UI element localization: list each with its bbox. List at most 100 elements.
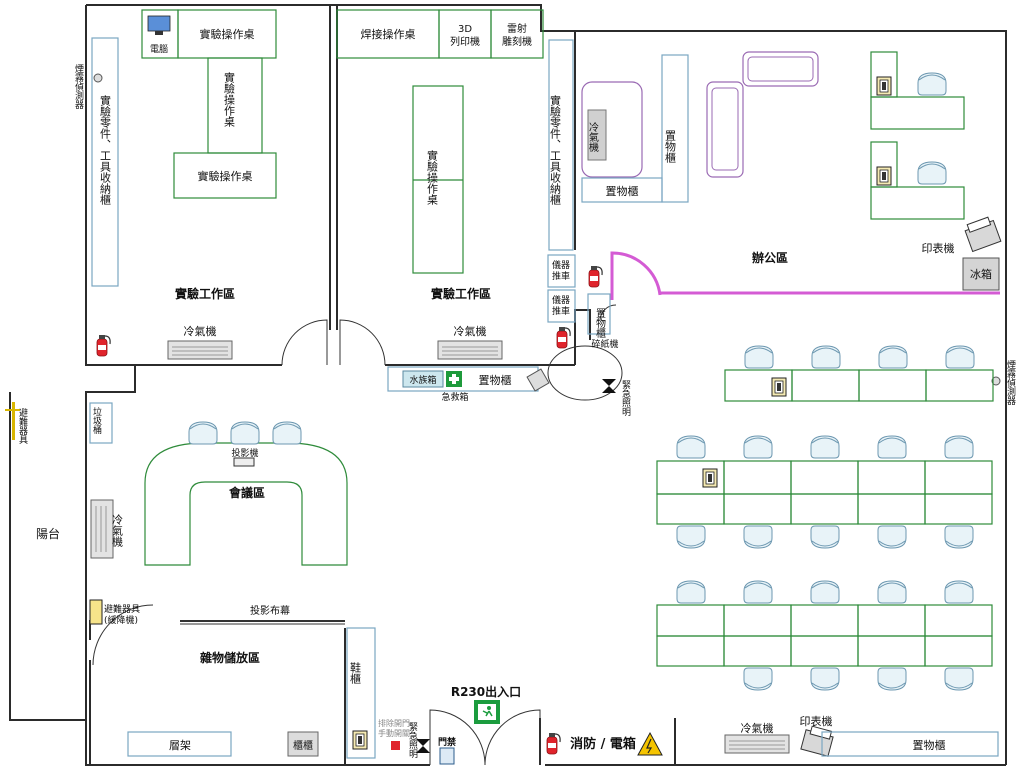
lab-table-center-label: 實驗操作桌: [426, 149, 439, 206]
phone-icon: [876, 166, 892, 186]
balcony-label: 陽台: [36, 526, 60, 541]
welding-table-label: 焊接操作桌: [361, 27, 416, 41]
office-desk: [857, 460, 926, 495]
water-storage-row: 水族箱 置物櫃 急救箱: [387, 366, 550, 403]
computer-icon: [147, 15, 171, 32]
instrument-cart-2-label: 儀器推車: [552, 294, 570, 317]
escape-tool-icon: [12, 402, 15, 440]
escape-tool-label: 避難器具(緩降機): [104, 603, 140, 626]
water-box: [402, 370, 444, 388]
emergency-light-icon: [416, 739, 430, 753]
office-desk: [924, 460, 993, 495]
office-top-furniture: 冷氣機 置物櫃 置物櫃 印表機 冰箱 辦公區: [581, 51, 1002, 291]
electric-hazard-icon: [637, 731, 663, 756]
shoe-cabinet: [346, 627, 376, 759]
storage-cabinet-3-label: 置物櫃: [594, 308, 606, 339]
office-desk: [857, 493, 926, 525]
shoe-cabinet-label: 鞋櫃: [349, 661, 362, 685]
office-desk: [790, 604, 859, 637]
chair-icon: [743, 435, 773, 459]
office-partition: [610, 251, 1000, 300]
chair-icon: [676, 525, 706, 549]
office-desk: [790, 635, 859, 667]
fire-panel-label: 消防 / 電箱: [570, 736, 636, 752]
shelf: [127, 731, 232, 757]
office-desk: [790, 460, 859, 495]
storage-cabinet-bottom-label: 置物櫃: [913, 738, 946, 752]
chair-icon: [917, 161, 947, 185]
door-switch-icon: [391, 741, 400, 750]
chair-icon: [676, 580, 706, 604]
projection-screen-label: 投影布幕: [250, 604, 290, 617]
aircon-lab1-label: 冷氣機: [184, 324, 217, 338]
tool-cabinet-right-label: 實驗零件、工具收納櫃: [549, 94, 562, 206]
printer-icon: [964, 216, 1002, 253]
lab-table-top-label: 實驗操作桌: [200, 27, 255, 41]
instrument-cart-1-label: 儀器推車: [552, 259, 570, 282]
aircon-office-label: 冷氣機: [587, 121, 599, 153]
storage-area: 投影布幕 雜物儲放區 層架 櫃櫃 鞋櫃: [127, 604, 376, 759]
meeting-area: 投影機 會議區: [144, 421, 348, 566]
office-desk: [790, 493, 859, 525]
smoke-detector-right-label: 煙霧偵測器: [1005, 360, 1016, 405]
office-desk: [924, 635, 993, 667]
aircon-office-unit: [587, 109, 607, 161]
tool-cabinet-left: [91, 37, 119, 287]
water-box-label: 水族箱: [409, 374, 436, 386]
storage-cabinet-label: 置物櫃: [606, 184, 639, 198]
left-wall-items: 垃圾桶 避難器具 陽台 冷氣機 避難器具(緩降機): [5, 402, 140, 626]
trash-bin: [89, 402, 113, 444]
meeting-table: [144, 442, 348, 566]
doors: [92, 304, 623, 766]
chair-icon: [878, 345, 908, 369]
office-desk: [723, 604, 792, 637]
escape-device-icon: [89, 599, 103, 625]
computer-label: 電腦: [150, 43, 168, 55]
chair-icon: [877, 667, 907, 691]
smoke-detector-icon: [93, 73, 103, 83]
chair-icon: [917, 72, 947, 96]
aircon-bottom-label: 冷氣機: [741, 721, 774, 735]
office-desk: [925, 369, 994, 402]
access-control-icon: [439, 747, 455, 765]
shredder-label: 碎紙機: [591, 338, 618, 350]
phone-icon: [876, 76, 892, 96]
smoke-detector-right: 煙霧偵測器: [991, 360, 1016, 405]
cabinet: [287, 731, 319, 757]
lab-table-bottom-label: 實驗操作桌: [198, 169, 253, 183]
chair-icon: [676, 435, 706, 459]
chair-icon: [944, 667, 974, 691]
fire-extinguisher-icon: [96, 334, 111, 357]
tool-cabinet-right: [548, 39, 574, 251]
emergency-light-1-label: 緊急照明: [620, 380, 631, 417]
emergency-light-icon: [602, 379, 616, 393]
office-desk: [791, 369, 860, 402]
office-desk: [723, 493, 792, 525]
cabinet-label: 櫃櫃: [293, 739, 313, 752]
chair-icon: [744, 345, 774, 369]
chair-icon: [944, 435, 974, 459]
entrance-label: R230出入口: [451, 684, 521, 699]
chair-icon: [230, 421, 260, 445]
office-desk-1: [870, 96, 965, 130]
office-desk: [656, 604, 725, 637]
printer-bottom-label: 印表機: [800, 714, 833, 728]
office-desk: [924, 604, 993, 637]
phone-icon: [771, 377, 787, 397]
chair-icon: [188, 421, 218, 445]
access-control-label: 門禁: [438, 736, 456, 748]
office-desk: [723, 460, 792, 495]
office-desk: [858, 369, 927, 402]
chair-icon: [743, 525, 773, 549]
storage-cabinet-4-label: 置物櫃: [664, 130, 677, 164]
chair-icon: [272, 421, 302, 445]
office-desk-2: [870, 186, 965, 220]
projector-label: 投影機: [231, 447, 258, 459]
emergency-light-2-label: 緊急照明: [407, 722, 418, 759]
chair-icon: [810, 435, 840, 459]
smoke-detector-left-label: 煙霧偵測器: [73, 64, 84, 109]
chair-icon: [944, 580, 974, 604]
storage-cabinet-2-label: 置物櫃: [479, 373, 512, 387]
